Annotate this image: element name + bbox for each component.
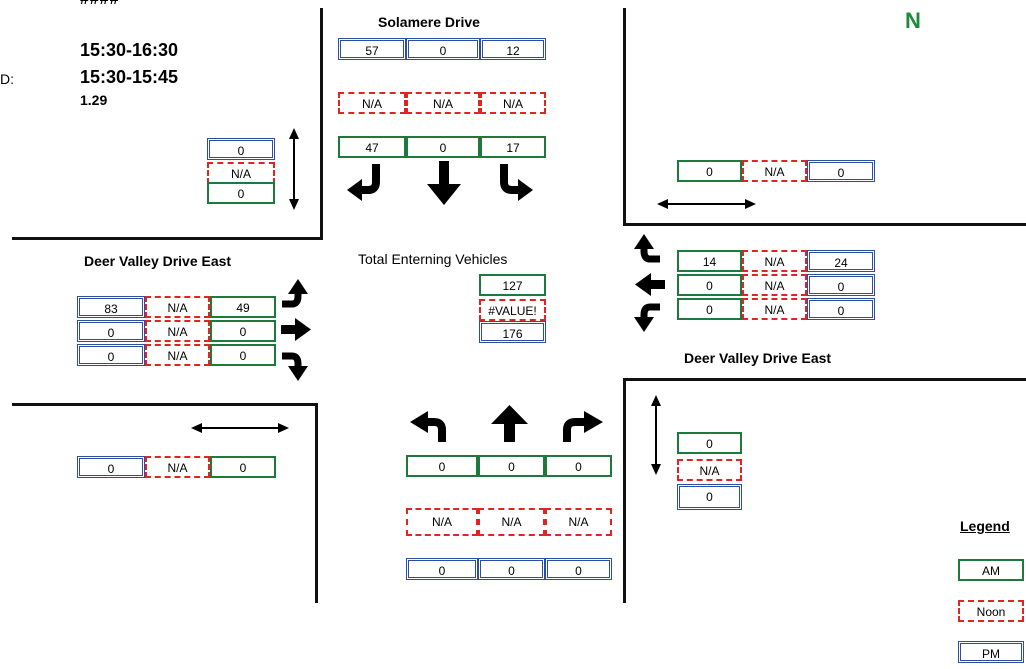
legend-title: Legend: [960, 518, 1010, 534]
north-noon-left: N/A: [338, 92, 406, 114]
north-noon-through: N/A: [406, 92, 480, 114]
north-through-arrow-icon: [427, 161, 461, 205]
west-through-am: 0: [210, 320, 276, 342]
sw-ped-am: 0: [210, 456, 276, 478]
curb-nw-vertical: [320, 8, 323, 240]
south-noon-right: N/A: [545, 508, 612, 536]
curb-se-horizontal: [623, 378, 1026, 381]
legend-noon: Noon: [958, 600, 1024, 622]
north-left-turn-arrow-icon: [347, 164, 380, 201]
legend-am: AM: [958, 559, 1024, 581]
se-ped-arrow-icon: [651, 395, 661, 475]
east-right-am: 0: [677, 298, 742, 320]
total-pm: 176: [479, 321, 546, 343]
north-right-turn-arrow-icon: [500, 164, 533, 201]
east-right-turn-arrow-icon: [634, 234, 660, 263]
west-left-turn-arrow-icon: [282, 279, 308, 308]
south-am-through: 0: [478, 455, 545, 477]
sw-ped-noon: N/A: [145, 456, 210, 478]
curb-sw-horizontal: [12, 403, 318, 406]
west-right-pm: 0: [77, 344, 145, 366]
total-noon: #VALUE!: [479, 299, 546, 321]
curb-sw-vertical: [315, 403, 318, 603]
north-pm-through: 0: [406, 38, 480, 60]
north-pm-right: 12: [480, 38, 546, 60]
street-name-west: Deer Valley Drive East: [84, 253, 232, 269]
sw-ped-pm: 0: [77, 456, 145, 478]
ne-ped-noon: N/A: [742, 160, 807, 182]
north-pm-left: 57: [338, 38, 406, 60]
east-through-noon: N/A: [742, 274, 807, 296]
se-ped-am: 0: [677, 432, 742, 454]
south-right-turn-arrow-icon: [563, 411, 603, 442]
east-right-pm: 0: [807, 298, 875, 320]
nw-ped-noon: N/A: [207, 162, 275, 184]
legend-pm: PM: [958, 641, 1024, 663]
total-am: 127: [479, 274, 546, 296]
street-name-east: Deer Valley Drive East: [684, 350, 832, 366]
south-through-arrow-icon: [491, 405, 528, 442]
east-right-noon: N/A: [742, 298, 807, 320]
curb-nw-horizontal: [12, 237, 323, 240]
street-name-north: Solamere Drive: [378, 14, 480, 30]
curb-se-vertical: [623, 378, 626, 603]
south-pm-left: 0: [406, 558, 478, 580]
north-am-through: 0: [406, 136, 480, 158]
curb-ne-vertical: [623, 8, 626, 226]
curb-ne-horizontal: [623, 223, 1026, 226]
ne-ped-am: 0: [677, 160, 742, 182]
west-through-pm: 0: [77, 320, 145, 342]
east-left-noon: N/A: [742, 250, 807, 272]
ne-ped-arrow-icon: [657, 199, 756, 209]
north-noon-right: N/A: [480, 92, 546, 114]
north-symbol: N: [905, 8, 921, 33]
peak-hour: 15:30-16:30: [80, 40, 179, 60]
ne-ped-pm: 0: [807, 160, 875, 182]
nw-ped-am: 0: [207, 182, 275, 204]
nw-ped-arrow-icon: [289, 128, 299, 210]
west-right-noon: N/A: [145, 344, 210, 366]
east-left-am: 14: [677, 250, 742, 272]
se-ped-pm: 0: [677, 484, 742, 510]
east-left-turn-arrow-icon: [634, 303, 660, 332]
south-pm-through: 0: [478, 558, 545, 580]
west-right-turn-arrow-icon: [282, 352, 308, 381]
east-through-pm: 0: [807, 274, 875, 296]
west-through-noon: N/A: [145, 320, 210, 342]
south-noon-through: N/A: [478, 508, 545, 536]
east-through-am: 0: [677, 274, 742, 296]
east-left-pm: 24: [807, 250, 875, 272]
nw-ped-pm: 0: [207, 138, 275, 160]
south-pm-right: 0: [545, 558, 612, 580]
west-left-am: 49: [210, 296, 276, 318]
sw-ped-arrow-icon: [191, 423, 289, 433]
south-am-right: 0: [545, 455, 612, 477]
east-through-arrow-icon: [635, 273, 665, 296]
se-ped-noon: N/A: [677, 459, 742, 481]
west-through-arrow-icon: [281, 318, 311, 341]
north-am-right: 17: [480, 136, 546, 158]
header-top-marks: ####: [80, 0, 120, 9]
peak-hour-factor: 1.29: [80, 92, 108, 108]
peak-period: 15:30-15:45: [80, 67, 179, 87]
total-entering-label: Total Enterning Vehicles: [358, 251, 508, 267]
west-left-pm: 83: [77, 296, 145, 318]
north-am-left: 47: [338, 136, 406, 158]
south-am-left: 0: [406, 455, 478, 477]
west-right-am: 0: [210, 344, 276, 366]
west-left-noon: N/A: [145, 296, 210, 318]
south-noon-left: N/A: [406, 508, 478, 536]
period-label: D:: [0, 71, 14, 87]
south-left-turn-arrow-icon: [410, 411, 446, 442]
